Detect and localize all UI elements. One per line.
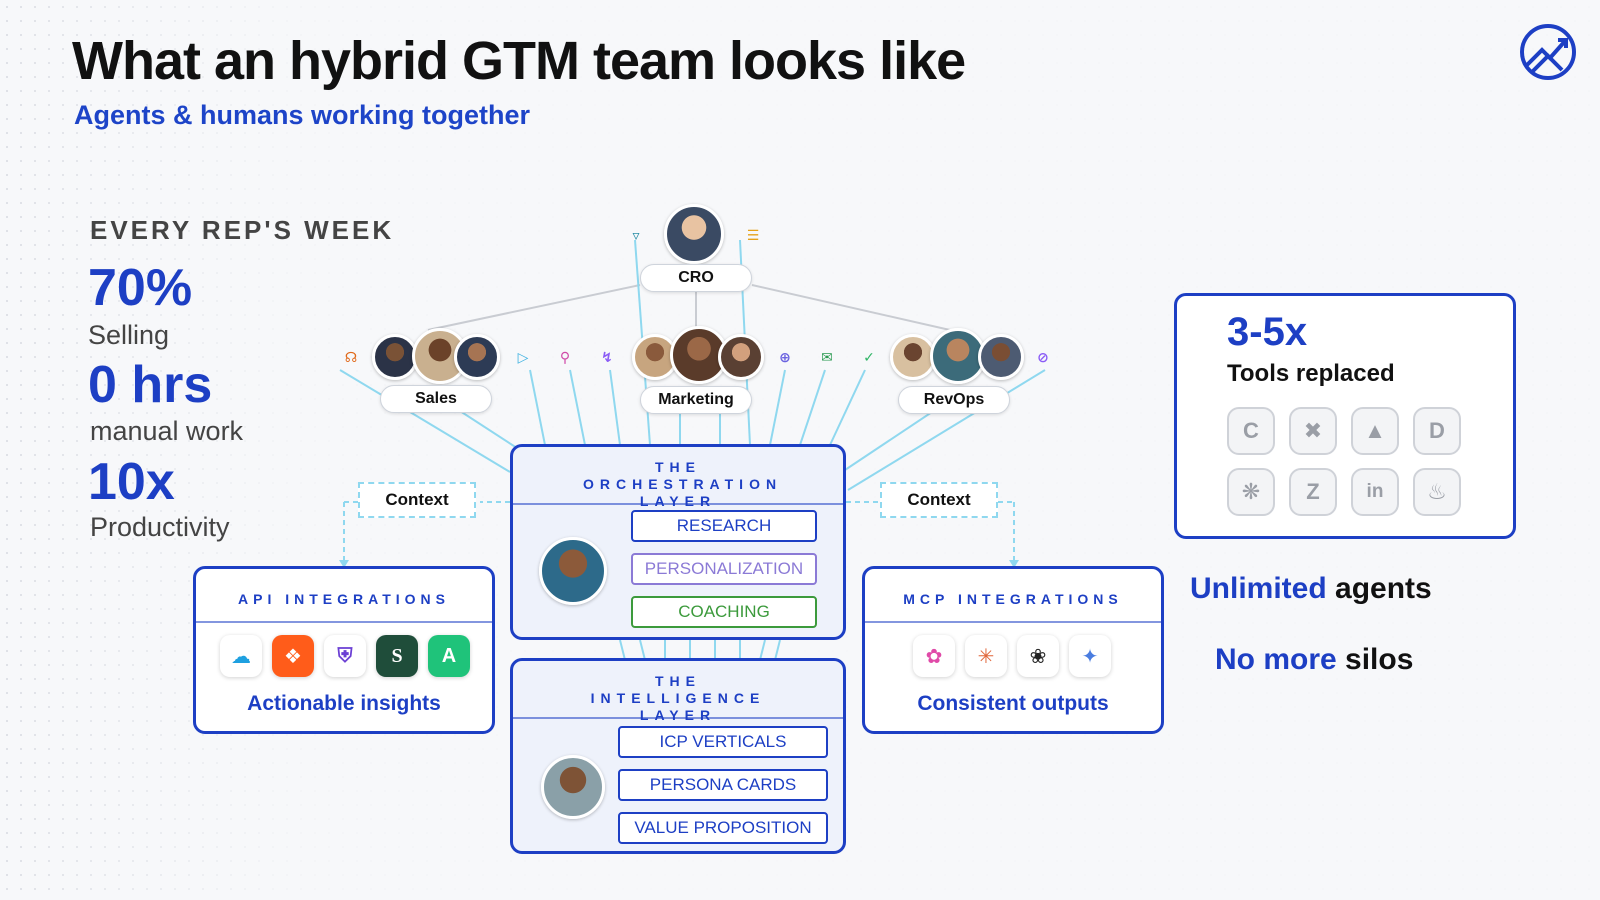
- stat-selling-value: 70%: [88, 259, 193, 317]
- cro-agent-funnel-icon: ▿: [632, 226, 640, 243]
- hubspot-icon: ❖: [272, 635, 314, 677]
- page-subtitle: Agents & humans working together: [74, 100, 531, 130]
- api-title: API INTEGRATIONS: [238, 591, 450, 607]
- orchestration-layer: THE ORCHESTRATION LAYER RESEARCH PERSONA…: [510, 444, 846, 640]
- revops-avatar-1: [890, 334, 936, 380]
- s-app-icon: S: [376, 635, 418, 677]
- a-app-icon: A: [428, 635, 470, 677]
- value-proposition-button[interactable]: VALUE PROPOSITION: [618, 812, 828, 844]
- tools-replaced-card: 3-5x Tools replaced C ✖ ▲ D ❋ Z in ♨: [1174, 293, 1516, 539]
- copilot-icon: ✿: [913, 635, 955, 677]
- unlimited-agents-claim: Unlimited agents: [1190, 572, 1432, 606]
- week-title: EVERY REP'S WEEK: [90, 215, 395, 245]
- marketing-tag: Marketing: [640, 386, 752, 414]
- mcp-divider: [865, 621, 1161, 623]
- sales-tag: Sales: [380, 385, 492, 413]
- unlimited-highlight: Unlimited: [1190, 572, 1327, 605]
- brand-logo-icon: [1520, 24, 1576, 80]
- unlimited-rest: agents: [1326, 572, 1432, 605]
- mcp-title: MCP INTEGRATIONS: [903, 591, 1123, 607]
- revops-agent-blocked-icon: ⊘: [1037, 348, 1049, 365]
- revops-avatar-3: [978, 334, 1024, 380]
- openai-icon: ❀: [1017, 635, 1059, 677]
- c-tool-icon: C: [1227, 407, 1275, 455]
- asterisk-tool-icon: ❋: [1227, 468, 1275, 516]
- intelligence-avatar: [541, 755, 605, 819]
- page-title: What an hybrid GTM team looks like: [72, 31, 966, 91]
- tools-label: Tools replaced: [1227, 360, 1395, 387]
- revops-tag: RevOps: [898, 386, 1010, 414]
- sales-agent-search-icon: ⚲: [559, 348, 571, 365]
- context-left-label: Context: [358, 482, 476, 518]
- personalization-button[interactable]: PERSONALIZATION: [631, 553, 817, 585]
- linkedin-icon: in: [1351, 468, 1399, 516]
- silos-rest: silos: [1336, 643, 1414, 676]
- silos-highlight: No more: [1215, 643, 1337, 676]
- sales-avatar-3: [454, 334, 500, 380]
- stat-manual-label: manual work: [90, 416, 244, 446]
- sales-agent-play-icon: ▷: [517, 348, 529, 365]
- claude-icon: ✳: [965, 635, 1007, 677]
- flame-tool-icon: ♨: [1413, 468, 1461, 516]
- x-tool-icon: ✖: [1289, 407, 1337, 455]
- cro-agent-checklist-icon: ☰: [746, 226, 760, 243]
- coaching-button[interactable]: COACHING: [631, 596, 817, 628]
- stat-productivity-value: 10x: [88, 453, 175, 511]
- orchestration-divider: [513, 503, 843, 505]
- tools-value: 3-5x: [1227, 310, 1308, 354]
- api-integrations-card: API INTEGRATIONS ☁ ❖ ⛨ S A Actionable in…: [193, 566, 495, 734]
- d-tool-icon: D: [1413, 407, 1461, 455]
- marketing-agent-plus-icon: ⊕: [779, 348, 791, 365]
- research-button[interactable]: RESEARCH: [631, 510, 817, 542]
- icp-verticals-button[interactable]: ICP VERTICALS: [618, 726, 828, 758]
- stat-selling-label: Selling: [88, 320, 170, 350]
- marketing-agent-chat-icon: ✉: [821, 348, 833, 365]
- gemini-icon: ✦: [1069, 635, 1111, 677]
- mcp-footer: Consistent outputs: [917, 692, 1109, 715]
- api-footer: Actionable insights: [247, 692, 441, 715]
- sales-agent-bolt-icon: ↯: [601, 348, 613, 365]
- context-right-label: Context: [880, 482, 998, 518]
- intelligence-layer: THE INTELLIGENCE LAYER ICP VERTICALS PER…: [510, 658, 846, 854]
- intelligence-divider: [513, 717, 843, 719]
- no-more-silos-claim: No more silos: [1215, 643, 1413, 677]
- orchestration-title: THE ORCHESTRATION LAYER: [583, 459, 783, 509]
- intelligence-title: THE INTELLIGENCE LAYER: [590, 673, 766, 723]
- sales-agent-headset-icon: ☊: [344, 348, 358, 365]
- z-tool-icon: Z: [1289, 468, 1337, 516]
- stat-manual-value: 0 hrs: [88, 356, 213, 414]
- shield-app-icon: ⛨: [324, 635, 366, 677]
- persona-cards-button[interactable]: PERSONA CARDS: [618, 769, 828, 801]
- mcp-integrations-card: MCP INTEGRATIONS ✿ ✳ ❀ ✦ Consistent outp…: [862, 566, 1164, 734]
- salesforce-icon: ☁: [220, 635, 262, 677]
- cro-tag: CRO: [640, 264, 752, 292]
- stat-productivity-label: Productivity: [90, 512, 230, 542]
- cro-avatar: [664, 204, 724, 264]
- marketing-avatar-3: [718, 334, 764, 380]
- marketing-agent-check-icon: ✓: [863, 348, 875, 365]
- orchestration-avatar: [539, 537, 607, 605]
- api-divider: [196, 621, 492, 623]
- a-tool-icon: ▲: [1351, 407, 1399, 455]
